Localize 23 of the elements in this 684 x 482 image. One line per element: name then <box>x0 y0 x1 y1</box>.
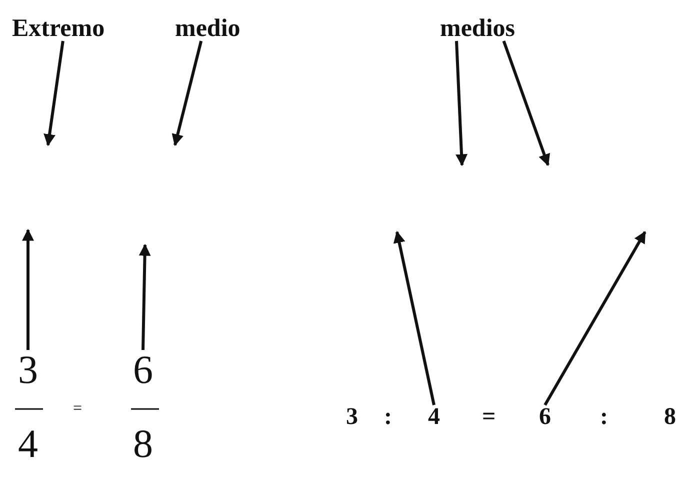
ratio-number: 6 <box>539 405 551 429</box>
arrow <box>138 244 151 350</box>
arrow <box>172 40 203 146</box>
ratio-number: 8 <box>664 405 676 429</box>
arrow <box>544 230 646 406</box>
label-text: Extremo <box>12 16 105 41</box>
numerator: 3 <box>18 350 38 390</box>
equals-sign: = <box>482 405 496 429</box>
colon: : <box>600 405 608 429</box>
numerator: 6 <box>133 350 153 390</box>
equals-sign: = <box>73 401 82 417</box>
denominator: 8 <box>133 424 153 464</box>
arrow <box>22 228 34 350</box>
label-text: medios <box>440 16 515 41</box>
ratio-number: 4 <box>428 405 440 429</box>
denominator: 4 <box>18 424 38 464</box>
arrow <box>455 40 468 166</box>
ratio-number: 3 <box>346 405 358 429</box>
arrow <box>502 40 550 166</box>
arrow <box>393 230 436 406</box>
label-text: medio <box>175 16 240 41</box>
colon: : <box>384 405 392 429</box>
arrow <box>44 40 64 146</box>
